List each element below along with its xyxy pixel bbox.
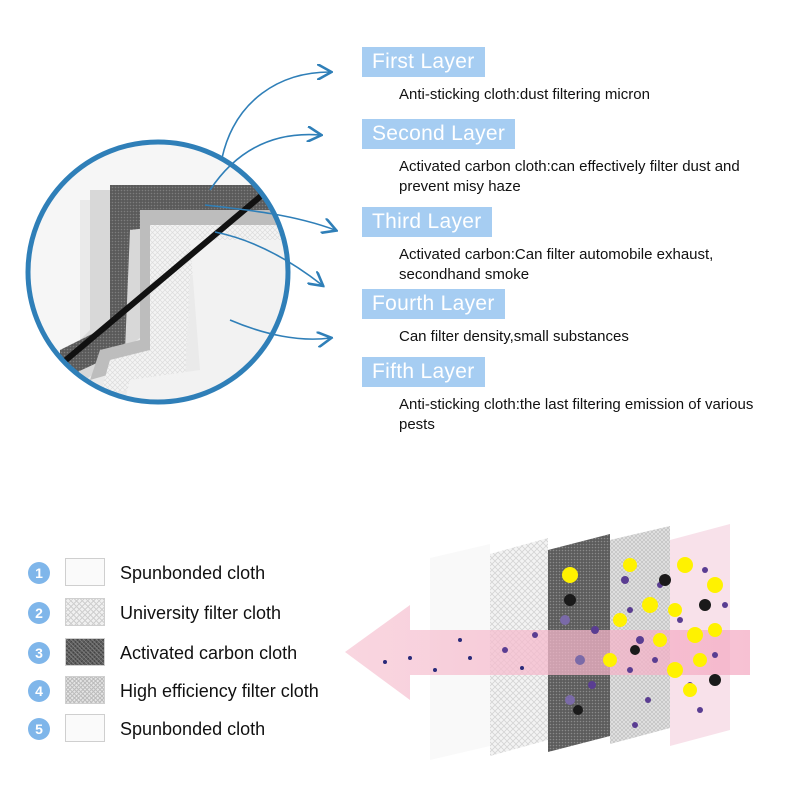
magnified-layers-circle [28,142,288,402]
legend-label: Spunbonded cloth [120,563,266,583]
arrow-first-layer [221,72,330,159]
legend-swatch-filter-cloth [65,598,105,626]
layer-description: Activated carbon:Can filter automobile e… [399,246,714,283]
layer-callout-4: Fourth Layer Can filter density,small su… [362,289,784,347]
legend-label: High efficiency filter cloth [120,681,319,701]
legend-swatch-carbon [65,638,105,666]
layer-description: Anti-sticking cloth:dust filtering micro… [399,86,650,103]
legend-number-badge: 3 [28,642,50,664]
arrow-fifth-layer [229,319,330,339]
layer-description: Can filter density,small substances [399,328,629,345]
legend-number-badge: 2 [28,602,50,624]
layer-callout-2: Second Layer Activated carbon cloth:can … [362,119,784,197]
legend-label: Activated carbon cloth [120,643,298,663]
legend-item-4: 4 High efficiency filter cloth [22,674,382,708]
legend-swatch-spunbonded [65,558,105,586]
legend-number-badge: 1 [28,562,50,584]
arrow-fourth-layer [214,231,322,285]
layer-magnifier-illustration [25,0,800,405]
legend-item-2: 2 University filter cloth [22,596,382,630]
legend-label: Spunbonded cloth [120,719,266,739]
arrow-third-layer [204,204,335,230]
layer-title: Fifth Layer [362,357,485,387]
legend-number-badge: 5 [28,718,50,740]
layer-title: Fourth Layer [362,289,505,319]
layer-title: First Layer [362,47,485,77]
callout-arrows [204,72,335,339]
legend-swatch-spunbonded [65,714,105,742]
layer-callout-3: Third Layer Activated carbon:Can filter … [362,207,784,285]
layer-title: Third Layer [362,207,492,237]
legend-number-badge: 4 [28,680,50,702]
layer-callout-5: Fifth Layer Anti-sticking cloth:the last… [362,357,784,435]
legend-item-3: 3 Activated carbon cloth [22,636,382,670]
legend-item-5: 5 Spunbonded cloth [22,712,382,746]
airflow-arrow [345,605,750,700]
layer-description: Anti-sticking cloth:the last filtering e… [399,396,754,433]
pollutant-particles [383,557,728,728]
legend-label: University filter cloth [120,603,282,623]
legend-swatch-high-efficiency [65,676,105,704]
layer-callout-1: First Layer Anti-sticking cloth:dust fil… [362,47,784,105]
magnifier-circle-border [25,139,291,405]
legend-item-1: 1 Spunbonded cloth [22,556,382,590]
layer-title: Second Layer [362,119,516,149]
filtration-flow-illustration [345,524,750,760]
arrow-second-layer [209,135,320,191]
layer-description: Activated carbon cloth:can effectively f… [399,158,740,195]
